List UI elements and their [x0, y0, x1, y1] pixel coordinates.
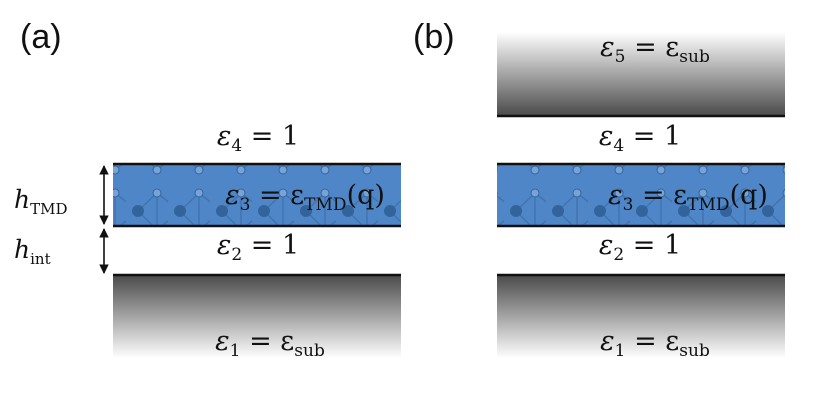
panel-a-label: (a)	[20, 18, 62, 56]
panel-b-eps4: ε4 = 1	[599, 121, 681, 156]
panel-a-eps3: ε3 = εTMD(q)	[225, 180, 385, 215]
panel-b: (b) ε5 = εsub ε4 = 1 ε3 = εTMD(q) ε2 = 1…	[413, 18, 785, 361]
panel-b-eps3: ε3 = εTMD(q)	[608, 180, 768, 215]
panel-b-eps5: ε5 = εsub	[600, 32, 710, 67]
panel-b-eps2: ε2 = 1	[599, 230, 681, 265]
panel-a: (a) ε4 = 1 ε3 = εTMD(q) ε2 = 1 ε1 = εsub…	[14, 18, 401, 361]
h-int-label: hint	[14, 235, 51, 268]
h-tmd-label: hTMD	[14, 185, 68, 218]
panel-a-tmd-lattice	[113, 164, 401, 226]
panel-b-label: (b)	[413, 18, 455, 56]
panel-a-eps1: ε1 = εsub	[215, 326, 325, 361]
panel-a-eps2: ε2 = 1	[217, 230, 299, 265]
panel-b-top-substrate	[497, 32, 785, 116]
panel-a-substrate	[113, 275, 401, 358]
panel-b-tmd-lattice	[497, 164, 785, 226]
panel-b-eps1: ε1 = εsub	[600, 326, 710, 361]
panel-a-eps4: ε4 = 1	[217, 121, 299, 156]
panel-b-bottom-substrate	[497, 275, 785, 358]
